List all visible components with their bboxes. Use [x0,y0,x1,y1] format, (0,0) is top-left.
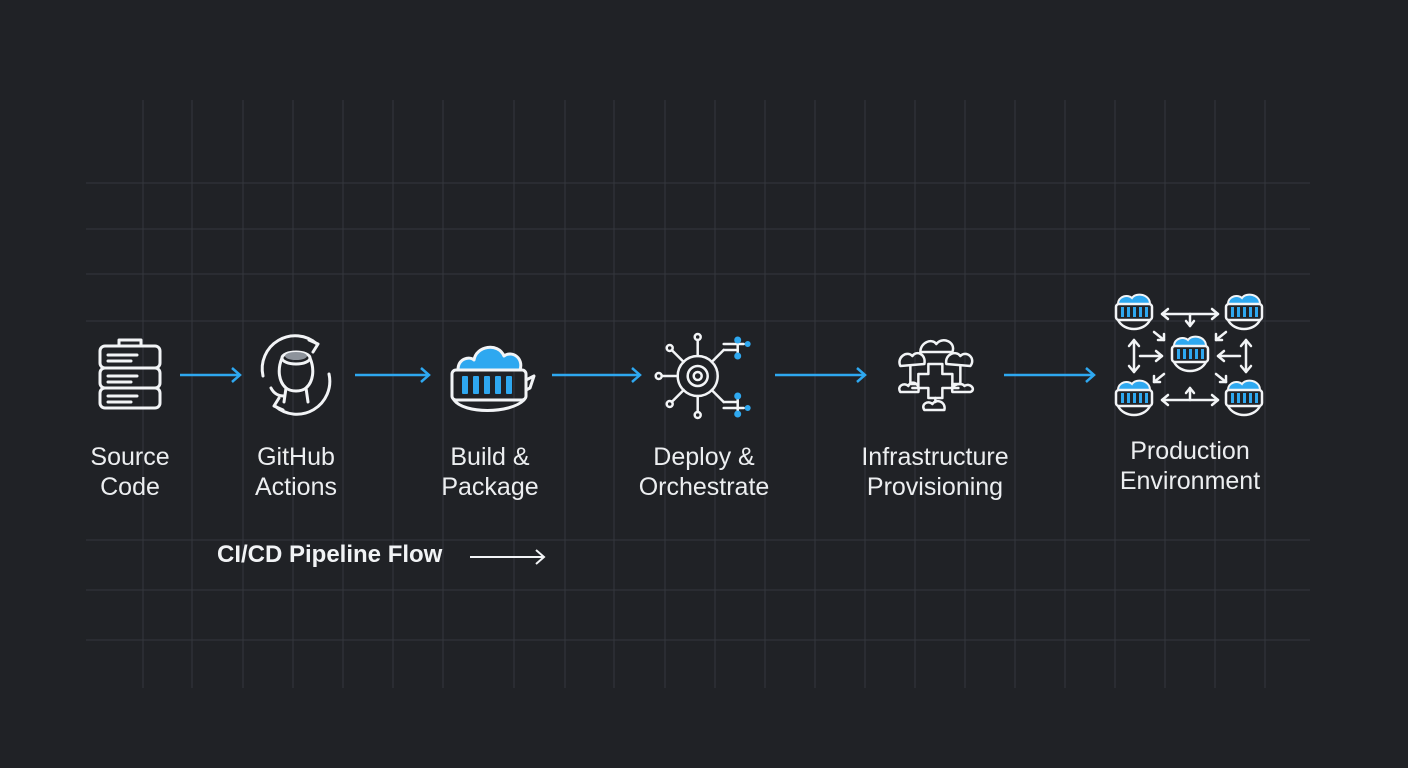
stage-github-actions: GitHub Actions [251,330,341,502]
stage-build-package: Build & Package [440,330,540,502]
stage-label: Infrastructure Provisioning [861,443,1009,501]
stage-label: Build & Package [441,443,539,501]
server-stack-icon [98,338,162,410]
stage-deploy-orchestrate: Deploy & Orchestrate [638,330,770,502]
caption-arrow-icon [470,549,546,565]
cloud-infrastructure-icon [897,339,974,412]
container-cluster-icon [1114,293,1264,417]
cluster-links [1127,307,1253,407]
stage-label: GitHub Actions [255,443,337,501]
flow-arrow-5 [1004,367,1096,383]
stage-label: Source Code [90,443,170,501]
stage-infrastructure-provisioning: Infrastructure Provisioning [861,330,1009,502]
stage-label: Production Environment [1119,437,1261,495]
flow-arrow-1 [180,367,242,383]
stage-label: Deploy & Orchestrate [638,443,770,501]
stage-source-code: Source Code [85,330,175,502]
flow-arrow-3 [552,367,642,383]
container-node-icon [1114,293,1154,331]
flow-arrow-2 [355,367,431,383]
flow-arrow-4 [775,367,867,383]
helm-wheel-icon [654,332,751,420]
container-cloud-icon [450,345,536,412]
diagram-caption: CI/CD Pipeline Flow [217,541,443,568]
stage-production-environment: Production Environment [1112,292,1268,496]
github-octocat-icon [260,334,332,416]
